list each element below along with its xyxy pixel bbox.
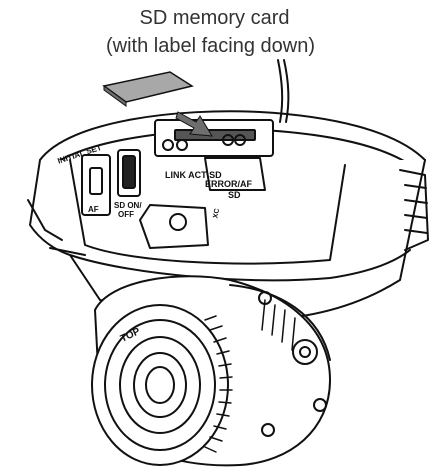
camera-shell-lower xyxy=(69,249,411,282)
callout-leader-line xyxy=(277,59,284,123)
side-fin xyxy=(399,169,429,251)
screw-icon xyxy=(176,139,188,151)
sd-memory-card xyxy=(102,71,194,107)
led-panel xyxy=(204,157,266,191)
side-fin-ribs xyxy=(404,184,428,234)
label-link-act-sd: LINK ACT SD xyxy=(165,170,222,180)
tilt-knob xyxy=(292,339,318,365)
inner-cavity xyxy=(69,159,346,265)
left-tab xyxy=(27,199,63,241)
lens-side-ribs xyxy=(261,299,296,351)
left-tab-2 xyxy=(49,247,86,256)
dome-rim xyxy=(39,110,426,161)
screw-icon xyxy=(313,398,327,412)
lens-glass-core xyxy=(145,366,175,404)
initial-set-switch xyxy=(89,167,103,195)
callout-subtitle: (with label facing down) xyxy=(106,35,315,57)
sd-on-off-switch xyxy=(122,155,136,189)
label-sd: SD xyxy=(228,190,241,200)
screw-icon xyxy=(222,134,234,146)
callout-title: SD memory card xyxy=(139,7,290,29)
screw-icon xyxy=(162,139,174,151)
lens-mid-ring xyxy=(104,319,216,451)
insert-arrow-icon xyxy=(175,111,213,137)
label-error-af: ERROR/AF xyxy=(205,179,253,189)
tilt-knob-center xyxy=(299,346,311,358)
screw-icon xyxy=(258,291,272,305)
mount-block xyxy=(139,204,209,249)
lens-inner-ring xyxy=(119,336,201,434)
label-sd-on: SD ON/ xyxy=(114,201,142,210)
mount-hole xyxy=(169,213,187,231)
lens-side-body xyxy=(229,284,331,361)
sd-on-off-switch-panel xyxy=(117,149,141,197)
lens-glass xyxy=(133,352,187,418)
label-xc: XC xyxy=(213,208,222,219)
lens-outer-ring xyxy=(91,304,229,466)
initial-set-panel xyxy=(81,154,111,216)
label-off: OFF xyxy=(118,210,134,219)
screw-icon xyxy=(234,134,246,146)
label-af: AF xyxy=(88,205,99,214)
screw-icon xyxy=(261,423,275,437)
callout-leader-line-2 xyxy=(283,59,290,123)
focus-ring-ribs xyxy=(204,315,233,453)
